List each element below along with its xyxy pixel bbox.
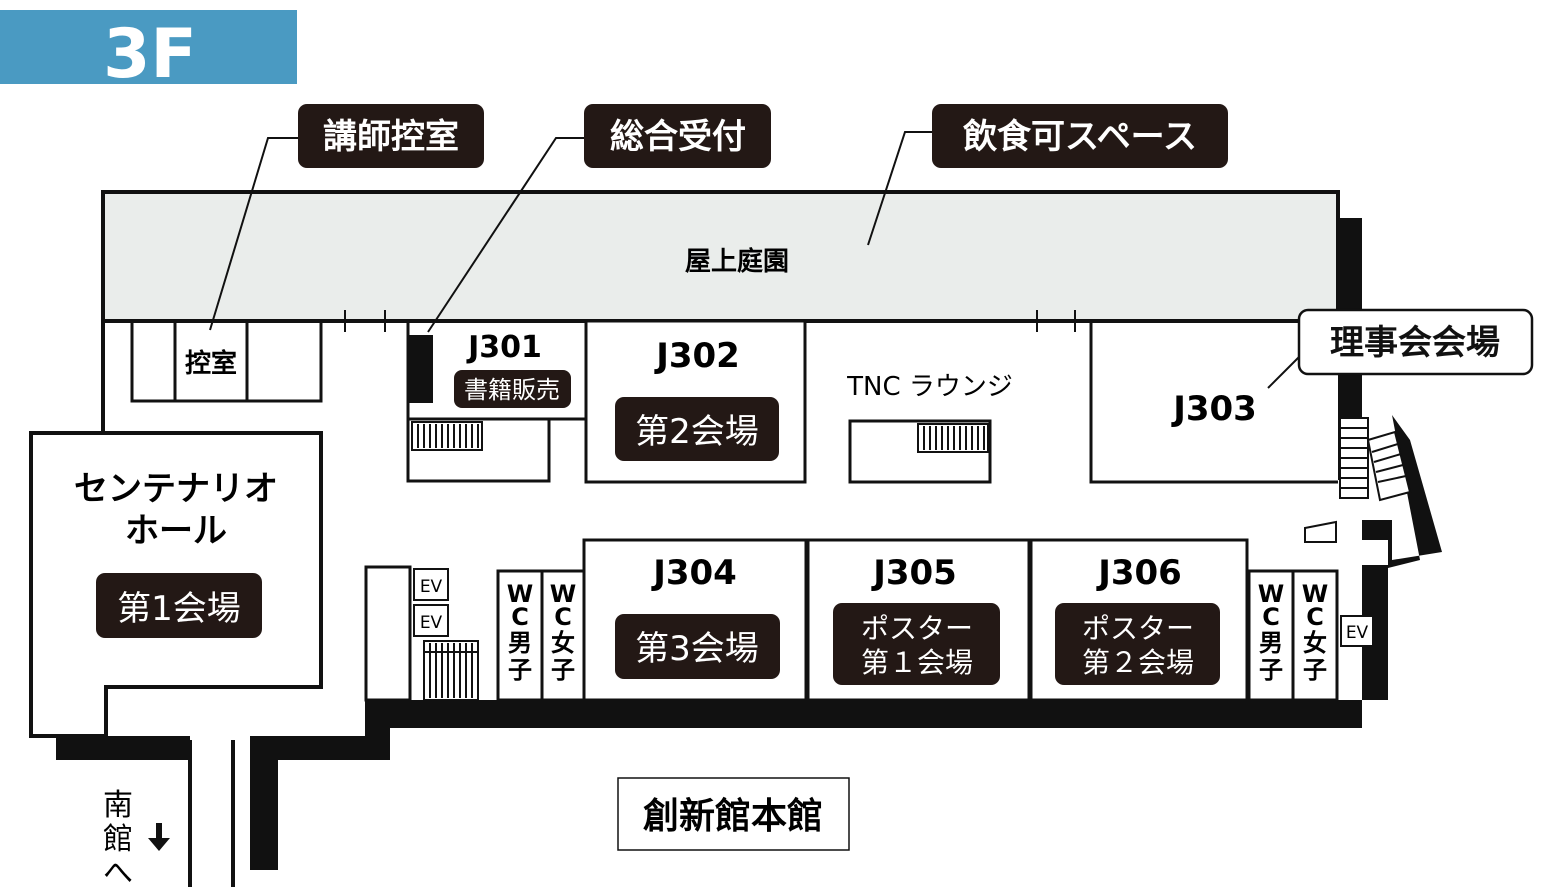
j303-label: J303: [1171, 389, 1257, 429]
elevator-3: [1340, 615, 1374, 647]
main-building-label: 創新館本館: [643, 795, 823, 837]
stairs-lower-left: [423, 640, 479, 701]
poster1-label-1: ポスター: [861, 612, 973, 645]
j304-label: J304: [651, 553, 737, 593]
waiting-rooms: [130, 319, 323, 403]
waiting-room-label: 控室: [185, 348, 237, 379]
floor-label: 3F: [103, 15, 197, 94]
poster1-badge: [833, 603, 1000, 685]
j303-room: [1089, 321, 1338, 484]
callout-reception-label: 総合受付: [610, 117, 746, 157]
callout-dining-space-label: 飲食可スペース: [963, 117, 1197, 157]
venue1-label: 第1会場: [117, 589, 241, 629]
elevator-2-label: EV: [420, 613, 443, 633]
callout-board-meeting: [1297, 308, 1534, 376]
venue3-label: 第3会場: [635, 629, 759, 669]
elevator-3-label: EV: [1346, 623, 1369, 643]
callout-board-meeting-label: 理事会会場: [1330, 323, 1500, 363]
venue1-badge: [96, 573, 262, 638]
callout-leaders: [209, 131, 1301, 389]
centenario-label-2: ホール: [125, 511, 227, 551]
elevator-1: [413, 568, 449, 601]
arrow-down-icon: [148, 823, 170, 851]
to-south-label: 南館へ: [103, 788, 133, 887]
tnc-lounge-label: TNC ラウンジ: [846, 372, 1013, 402]
poster1-label-2: 第１会場: [861, 646, 973, 679]
lower-row-walls: [364, 538, 1339, 702]
floor-tab: [0, 10, 297, 84]
centenario-label-1: センテナリオ: [74, 469, 278, 509]
stairs-right: [1339, 417, 1412, 502]
main-building-box: [617, 777, 850, 851]
j302-label: J302: [654, 336, 740, 376]
south-corridor: [188, 740, 235, 887]
callout-reception: [584, 104, 771, 168]
bookstore-badge: [454, 370, 571, 408]
elevator-1-label: EV: [420, 577, 443, 597]
callout-lecturer-room: [298, 104, 484, 168]
rooftop-garden-label: 屋上庭園: [685, 246, 789, 277]
callout-dining-space: [932, 104, 1228, 168]
j306-label: J306: [1096, 553, 1182, 593]
venue3-badge: [615, 614, 780, 679]
j301-label: J301: [466, 330, 542, 365]
poster2-badge: [1055, 603, 1220, 685]
poster2-label-1: ポスター: [1082, 612, 1194, 645]
stairs-j301: [411, 421, 483, 451]
j305-label: J305: [871, 553, 957, 593]
stairs-lounge: [848, 419, 992, 484]
bookstore-label: 書籍販売: [464, 376, 560, 404]
small-counter: [1304, 520, 1337, 543]
poster2-label-2: 第２会場: [1082, 646, 1194, 679]
door-ticks: [344, 310, 1076, 332]
venue2-badge: [615, 397, 779, 461]
reception-counter: [408, 335, 433, 403]
elevator-2: [413, 604, 449, 637]
callout-lecturer-room-label: 講師控室: [323, 117, 459, 157]
venue2-label: 第2会場: [635, 412, 759, 452]
